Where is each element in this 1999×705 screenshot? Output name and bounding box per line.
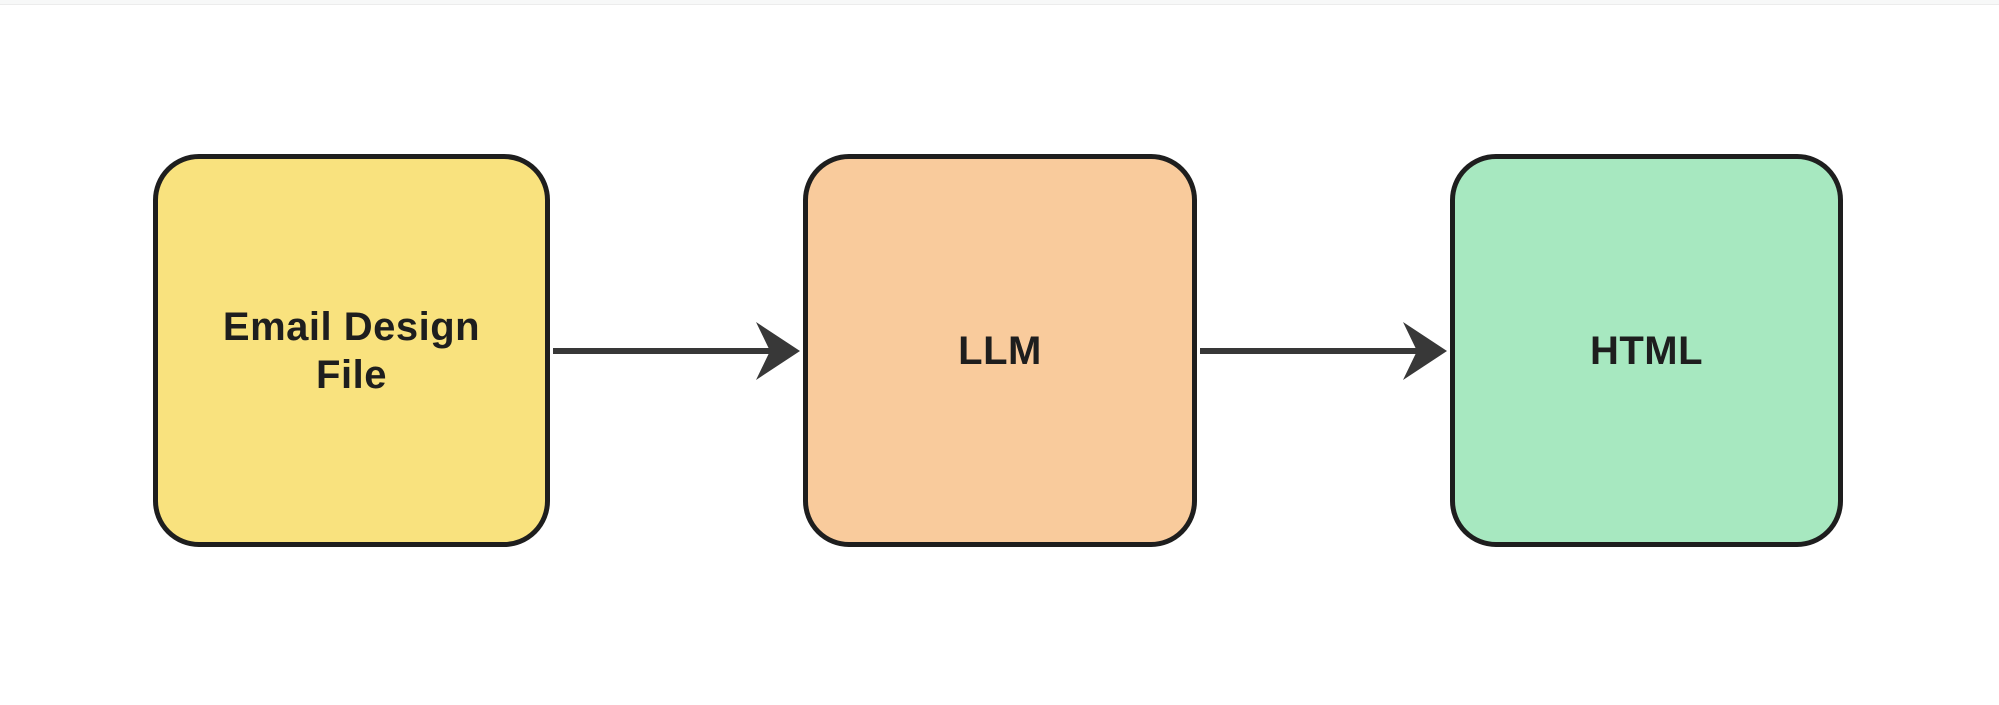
arrowhead-icon <box>1403 322 1447 380</box>
edge-email-design-file-to-llm <box>553 322 800 380</box>
node-label: HTML <box>1589 328 1704 373</box>
arrowhead-icon <box>756 322 800 380</box>
edge-llm-to-html <box>1200 322 1447 380</box>
top-divider <box>0 0 1999 5</box>
node-llm[interactable]: LLM <box>803 154 1197 547</box>
node-html[interactable]: HTML <box>1450 154 1843 547</box>
node-label: Email Design File <box>222 304 481 397</box>
node-label: LLM <box>958 328 1042 373</box>
node-email-design-file[interactable]: Email Design File <box>153 154 550 547</box>
